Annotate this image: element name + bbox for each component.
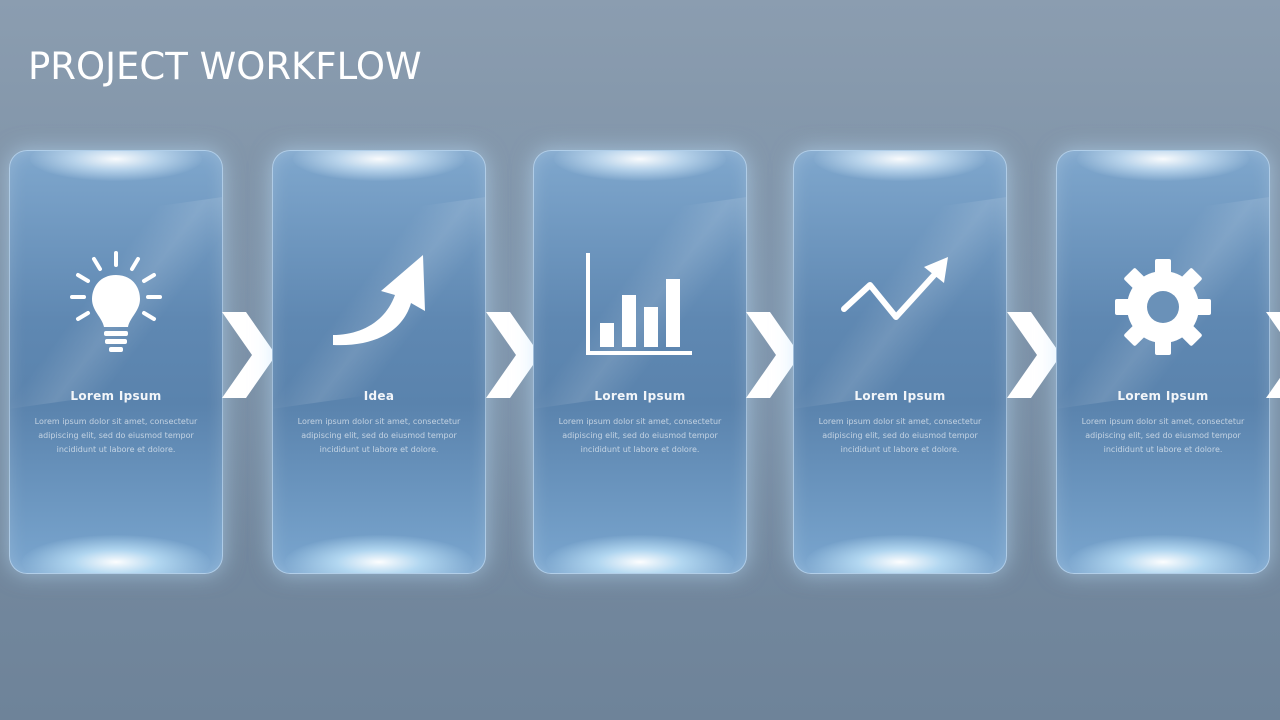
trend-line-icon [840,251,960,361]
step-heading: Lorem Ipsum [854,389,946,403]
step-heading: Idea [363,389,395,403]
chevron-right-icon [218,310,278,400]
step-description: Lorem ipsum dolor sit amet, consectetur … [818,417,982,454]
step-heading: Lorem Ipsum [1117,389,1209,403]
workflow-step-5: Lorem Ipsum Lorem ipsum dolor sit amet, … [1056,150,1270,574]
chevron-right-icon [742,310,802,400]
gear-icon [1103,251,1223,361]
page-title: PROJECT WORKFLOW [28,45,422,88]
workflow-step-1: Lorem Ipsum Lorem ipsum dolor sit amet, … [9,150,223,574]
chevron-right-icon [482,310,542,400]
bar-chart-icon [580,251,700,361]
step-heading: Lorem Ipsum [594,389,686,403]
workflow-step-3: Lorem Ipsum Lorem ipsum dolor sit amet, … [533,150,747,574]
step-description: Lorem ipsum dolor sit amet, consectetur … [34,417,198,454]
chevron-right-icon [1262,310,1280,400]
step-description: Lorem ipsum dolor sit amet, consectetur … [1081,417,1245,454]
workflow-step-2: Idea Lorem ipsum dolor sit amet, consect… [272,150,486,574]
step-description: Lorem ipsum dolor sit amet, consectetur … [558,417,722,454]
step-description: Lorem ipsum dolor sit amet, consectetur … [297,417,461,454]
curved-arrow-icon [319,251,439,361]
lightbulb-icon [56,251,176,361]
step-heading: Lorem Ipsum [70,389,162,403]
workflow-step-4: Lorem Ipsum Lorem ipsum dolor sit amet, … [793,150,1007,574]
chevron-right-icon [1003,310,1063,400]
